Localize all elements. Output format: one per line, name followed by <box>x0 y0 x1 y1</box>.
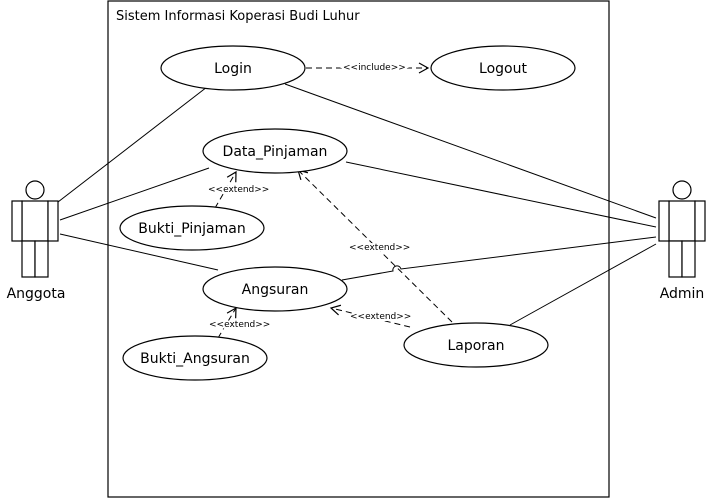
use-case-angsuran[interactable]: Angsuran <box>202 266 348 312</box>
actor-anggota-head <box>25 180 45 200</box>
actor-admin-leg-right <box>681 240 696 278</box>
actor-anggota-arm-right <box>47 200 59 242</box>
system-title: Sistem Informasi Koperasi Budi Luhur <box>116 9 360 24</box>
use-case-bukti-pinjaman-label: Bukti_Pinjaman <box>138 221 245 237</box>
assoc-anggota-data-pinjaman <box>59 167 210 221</box>
extend-label-laporan-data-pinjaman: <<extend>> <box>349 243 410 253</box>
extend-label-laporan-angsuran: <<extend>> <box>350 312 411 322</box>
extend-bukti-pinjaman <box>214 170 237 209</box>
actor-anggota[interactable]: Anggota <box>7 180 66 302</box>
assoc-anggota-angsuran <box>59 233 219 271</box>
extend-label-bukti-angsuran: <<extend>> <box>209 320 270 330</box>
assoc-admin-laporan <box>509 243 657 326</box>
use-case-logout-label: Logout <box>479 61 527 77</box>
actor-admin-label: Admin <box>660 286 705 302</box>
assoc-admin-data-pinjaman <box>345 161 657 228</box>
include-label: <<include>> <box>343 63 406 73</box>
actor-admin-arm-right <box>694 200 706 242</box>
actor-admin-arm-left <box>658 200 670 242</box>
assoc-anggota-login <box>57 86 208 203</box>
use-case-laporan[interactable]: Laporan <box>403 322 549 368</box>
actor-admin-head <box>672 180 692 200</box>
extend-bukti-angsuran <box>217 306 237 339</box>
use-case-data-pinjaman[interactable]: Data_Pinjaman <box>202 128 348 174</box>
actor-anggota-leg-right <box>34 240 49 278</box>
assoc-admin-login <box>284 83 657 219</box>
use-case-logout[interactable]: Logout <box>430 45 576 91</box>
use-case-angsuran-label: Angsuran <box>242 282 309 298</box>
use-case-login-label: Login <box>214 61 252 77</box>
extend-laporan-data-pinjaman <box>297 169 453 323</box>
actor-anggota-body <box>21 200 49 242</box>
use-case-data-pinjaman-label: Data_Pinjaman <box>223 144 328 160</box>
use-case-laporan-label: Laporan <box>447 338 504 354</box>
use-case-bukti-angsuran[interactable]: Bukti_Angsuran <box>122 335 268 381</box>
use-case-bukti-pinjaman[interactable]: Bukti_Pinjaman <box>119 205 265 251</box>
extend-laporan-angsuran <box>329 304 411 328</box>
actor-anggota-leg-left <box>21 240 36 278</box>
extend-label-bukti-pinjaman: <<extend>> <box>208 185 269 195</box>
actor-admin-leg-left <box>668 240 683 278</box>
actor-admin-body <box>668 200 696 242</box>
use-case-bukti-angsuran-label: Bukti_Angsuran <box>140 351 250 367</box>
actor-admin[interactable]: Admin <box>658 180 706 302</box>
use-case-login[interactable]: Login <box>160 45 306 91</box>
actor-anggota-arm-left <box>11 200 23 242</box>
actor-anggota-label: Anggota <box>7 286 66 302</box>
assoc-admin-angsuran <box>341 236 657 281</box>
